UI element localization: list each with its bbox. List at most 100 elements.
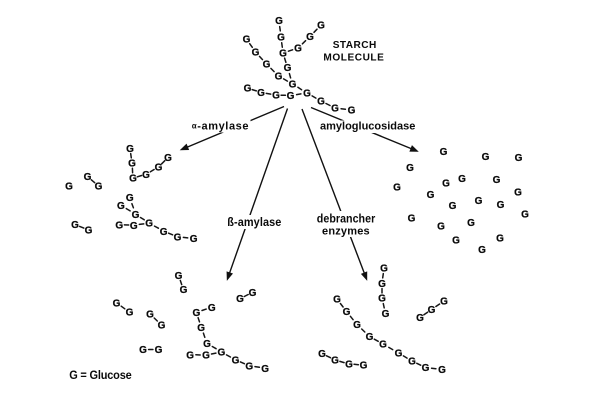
svg-text:G: G bbox=[437, 222, 445, 233]
svg-text:G: G bbox=[71, 220, 79, 231]
svg-text:G: G bbox=[440, 147, 448, 158]
svg-text:G: G bbox=[174, 232, 182, 243]
svg-text:G: G bbox=[317, 97, 325, 108]
svg-text:G: G bbox=[190, 234, 198, 245]
svg-text:G: G bbox=[515, 153, 523, 164]
svg-text:debrancher: debrancher bbox=[317, 213, 376, 225]
svg-text:G: G bbox=[275, 16, 283, 27]
svg-text:G: G bbox=[496, 234, 504, 245]
svg-text:G: G bbox=[395, 349, 403, 360]
svg-text:G: G bbox=[318, 349, 326, 360]
svg-text:G: G bbox=[449, 201, 457, 212]
svg-text:G: G bbox=[514, 188, 522, 199]
svg-text:G: G bbox=[245, 361, 253, 372]
svg-text:G: G bbox=[164, 153, 172, 164]
svg-text:G: G bbox=[128, 159, 136, 170]
svg-text:G: G bbox=[331, 104, 339, 115]
svg-text:G: G bbox=[208, 303, 216, 314]
svg-text:G: G bbox=[521, 210, 529, 221]
svg-text:G: G bbox=[331, 356, 339, 367]
svg-text:G: G bbox=[261, 364, 269, 375]
svg-text:enzymes: enzymes bbox=[322, 225, 370, 237]
svg-text:G: G bbox=[279, 49, 287, 60]
svg-text:G: G bbox=[186, 350, 194, 361]
svg-text:G: G bbox=[218, 348, 226, 359]
svg-text:G: G bbox=[294, 44, 302, 55]
svg-text:G: G bbox=[427, 190, 435, 201]
svg-text:G: G bbox=[126, 308, 134, 319]
svg-text:α-amylase: α-amylase bbox=[192, 121, 249, 133]
svg-text:G: G bbox=[458, 174, 466, 185]
svg-text:G: G bbox=[360, 361, 368, 372]
svg-text:G: G bbox=[130, 221, 138, 232]
svg-text:G: G bbox=[113, 299, 121, 310]
svg-text:STARCH: STARCH bbox=[333, 40, 377, 51]
svg-text:G: G bbox=[115, 220, 123, 231]
svg-text:G: G bbox=[145, 219, 153, 230]
svg-text:ß-amylase: ß-amylase bbox=[227, 217, 281, 229]
svg-text:G: G bbox=[353, 320, 361, 331]
svg-text:G: G bbox=[252, 48, 260, 59]
svg-text:G: G bbox=[333, 295, 341, 306]
svg-text:G: G bbox=[272, 91, 280, 102]
svg-text:G: G bbox=[160, 227, 168, 238]
svg-text:G: G bbox=[84, 172, 92, 183]
svg-text:G: G bbox=[249, 288, 257, 299]
svg-text:G: G bbox=[146, 310, 154, 321]
svg-text:G: G bbox=[232, 356, 240, 367]
svg-text:G: G bbox=[382, 309, 390, 320]
svg-text:G: G bbox=[155, 345, 163, 356]
svg-text:G: G bbox=[378, 294, 386, 305]
svg-text:G: G bbox=[406, 163, 414, 174]
svg-text:G: G bbox=[478, 245, 486, 256]
svg-text:G: G bbox=[348, 106, 356, 117]
svg-text:G: G bbox=[197, 323, 205, 334]
svg-text:G: G bbox=[408, 357, 416, 368]
svg-text:G: G bbox=[343, 307, 351, 318]
svg-text:G: G bbox=[284, 63, 292, 74]
svg-text:G: G bbox=[408, 214, 416, 225]
svg-text:G: G bbox=[180, 285, 188, 296]
svg-text:G: G bbox=[393, 183, 401, 194]
svg-text:amyloglucosidase: amyloglucosidase bbox=[320, 121, 415, 133]
svg-text:G = Glucose: G = Glucose bbox=[69, 368, 132, 382]
svg-text:G: G bbox=[263, 60, 271, 71]
svg-text:G: G bbox=[129, 174, 137, 185]
svg-text:G: G bbox=[277, 33, 285, 44]
svg-text:G: G bbox=[275, 72, 283, 83]
svg-text:G: G bbox=[306, 32, 314, 43]
svg-text:G: G bbox=[428, 305, 436, 316]
svg-text:G: G bbox=[497, 200, 505, 211]
svg-text:G: G bbox=[175, 271, 183, 282]
svg-text:G: G bbox=[416, 313, 424, 324]
svg-text:G: G bbox=[126, 193, 134, 204]
svg-text:G: G bbox=[155, 163, 163, 174]
svg-text:G: G bbox=[438, 365, 446, 376]
svg-text:G: G bbox=[380, 264, 388, 275]
svg-text:G: G bbox=[440, 297, 448, 308]
svg-text:G: G bbox=[132, 210, 140, 221]
svg-text:G: G bbox=[139, 345, 147, 356]
svg-text:G: G bbox=[244, 84, 252, 95]
svg-text:G: G bbox=[257, 88, 265, 99]
svg-text:G: G bbox=[117, 201, 125, 212]
svg-text:G: G bbox=[193, 308, 201, 319]
svg-text:G: G bbox=[142, 170, 150, 181]
svg-text:G: G bbox=[287, 91, 295, 102]
svg-text:G: G bbox=[442, 179, 450, 190]
svg-text:G: G bbox=[482, 152, 490, 163]
svg-text:MOLECULE: MOLECULE bbox=[323, 52, 384, 63]
svg-text:G: G bbox=[378, 279, 386, 290]
svg-text:G: G bbox=[467, 218, 475, 229]
svg-text:G: G bbox=[493, 175, 501, 186]
svg-text:G: G bbox=[243, 35, 251, 46]
svg-text:G: G bbox=[158, 321, 166, 332]
svg-text:G: G bbox=[303, 89, 311, 100]
svg-text:G: G bbox=[85, 226, 93, 237]
svg-text:G: G bbox=[317, 21, 325, 32]
svg-text:G: G bbox=[289, 80, 297, 91]
svg-text:G: G bbox=[366, 332, 374, 343]
svg-text:G: G bbox=[203, 339, 211, 350]
svg-text:G: G bbox=[95, 182, 103, 193]
svg-text:G: G bbox=[422, 363, 430, 374]
